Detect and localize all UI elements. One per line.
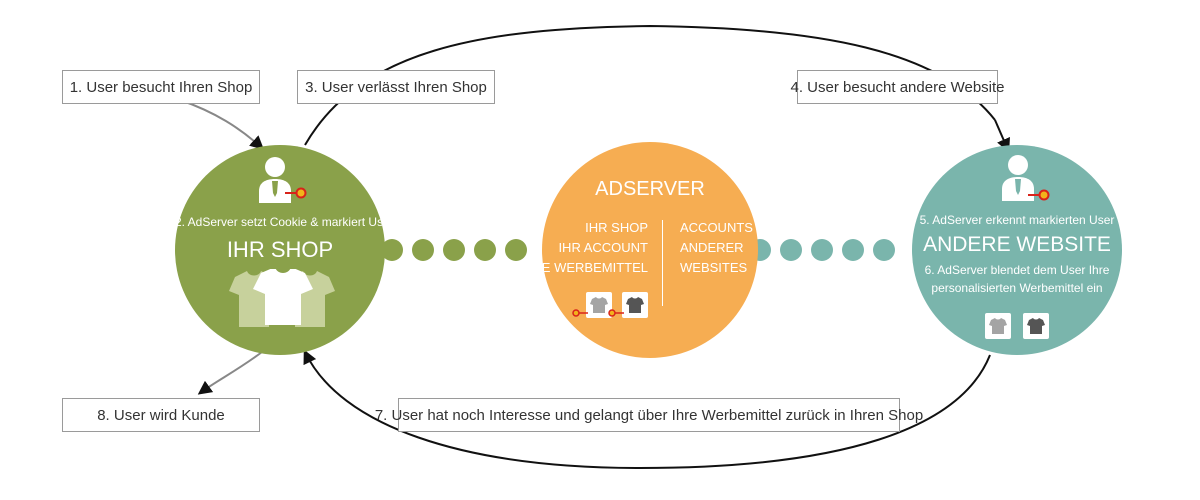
- adserver-left-line: IHRE WERBEMITTEL: [519, 260, 648, 275]
- adserver-title: ADSERVER: [595, 178, 705, 200]
- other-caption: 5. AdServer erkennt markierten User: [919, 213, 1115, 227]
- cookie-marker-icon: [608, 309, 624, 317]
- tshirt-icon: [626, 297, 644, 313]
- arrow-step1: [179, 99, 265, 150]
- step-8-label: 8. User wird Kunde: [62, 398, 260, 432]
- step-7-label: 7. User hat noch Interesse und gelangt ü…: [375, 398, 923, 432]
- adserver-right-line: ACCOUNTS: [680, 220, 753, 235]
- shop-title: IHR SHOP: [226, 237, 334, 262]
- adserver-left-line: IHR ACCOUNT: [558, 240, 648, 255]
- tshirt-tile-light: [586, 292, 612, 318]
- adserver-left-column: IHR SHOP IHR ACCOUNT IHRE WERBEMITTEL: [519, 218, 648, 278]
- tshirt-icon: [229, 269, 335, 327]
- step-3-label: 3. User verlässt Ihren Shop: [297, 70, 495, 104]
- dots-left: [381, 239, 527, 261]
- other-website-circle: 5. AdServer erkennt markierten User ANDE…: [912, 145, 1122, 355]
- user-icon: [259, 157, 307, 203]
- step-4-label: 4. User besucht andere Website: [791, 70, 1005, 104]
- tshirt-tile-dark: [622, 292, 648, 318]
- tshirt-icon: [590, 297, 608, 313]
- other-caption-2-line-1: 6. AdServer blendet dem User Ihre: [924, 263, 1110, 277]
- tshirt-tile-light: [985, 313, 1011, 339]
- tshirt-tile-dark: [1023, 313, 1049, 339]
- arc-bottom: [303, 349, 991, 470]
- adserver-right-column: ACCOUNTS ANDERER WEBSITES: [680, 218, 753, 278]
- shop-caption: 2. AdServer setzt Cookie & markiert User: [175, 215, 394, 229]
- adserver-right-line: WEBSITES: [680, 260, 748, 275]
- adserver-right-line: ANDERER: [680, 240, 744, 255]
- tshirt-icon: [989, 318, 1007, 334]
- adserver-left-line: IHR SHOP: [585, 220, 648, 235]
- tshirt-icon: [1027, 318, 1045, 334]
- shop-circle: 2. AdServer setzt Cookie & markiert User…: [175, 145, 394, 355]
- cookie-marker-icon: [572, 309, 588, 317]
- step-1-label: 1. User besucht Ihren Shop: [62, 70, 260, 104]
- other-title: ANDERE WEBSITE: [923, 233, 1111, 256]
- user-icon: [1002, 155, 1050, 201]
- adserver-circle: ADSERVER IHR SHOP IHR ACCOUNT IHRE WERBE…: [519, 142, 758, 358]
- other-caption-2-line-2: personalisierten Werbemittel ein: [931, 281, 1103, 295]
- dots-right: [749, 239, 895, 261]
- adserver-divider: [662, 220, 663, 306]
- arrow-step8: [197, 351, 263, 395]
